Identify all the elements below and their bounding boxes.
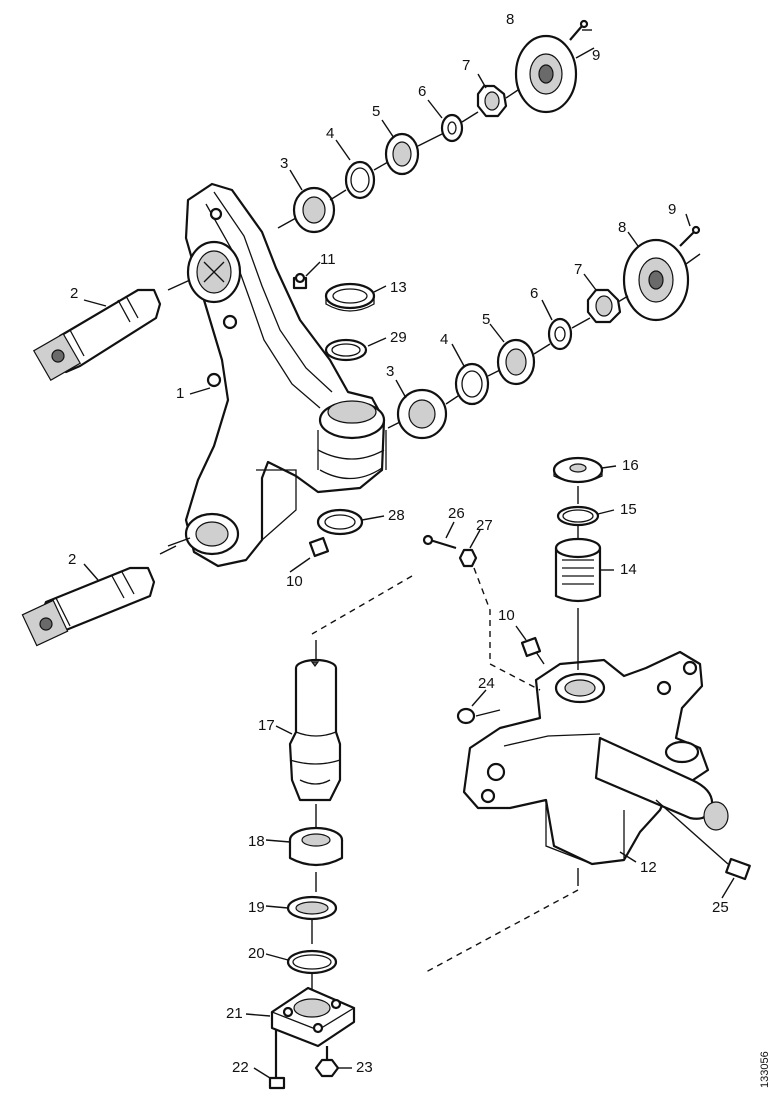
cover-part-21 xyxy=(270,986,356,1048)
callout-22: 22 xyxy=(232,1059,249,1076)
callout-27: 27 xyxy=(476,517,493,534)
fitting-part-10-upper xyxy=(308,536,330,558)
nut-part-7-lower xyxy=(586,288,622,324)
callout-14: 14 xyxy=(620,561,637,578)
callout-12: 12 xyxy=(640,859,657,876)
callout-10-upper: 10 xyxy=(286,573,303,590)
pin-part-25 xyxy=(725,857,751,881)
bushing-part-14 xyxy=(554,537,602,603)
nut-part-23 xyxy=(314,1046,340,1078)
kingpin-part-17 xyxy=(288,658,342,802)
callout-17: 17 xyxy=(258,717,275,734)
ring-part-13 xyxy=(324,282,376,312)
callout-8-lower: 8 xyxy=(618,219,626,236)
bearing-part-3-lower xyxy=(396,388,448,440)
bolt-part-22 xyxy=(268,1030,286,1090)
nipple-part-11 xyxy=(292,272,308,290)
cover-part-8-lower xyxy=(622,238,690,322)
cover-part-8-upper xyxy=(514,34,578,114)
callout-2-upper: 2 xyxy=(70,285,78,302)
seal-part-19 xyxy=(286,895,338,921)
callout-20: 20 xyxy=(248,945,265,962)
callout-16: 16 xyxy=(622,457,639,474)
callout-18: 18 xyxy=(248,833,265,850)
ring-part-28 xyxy=(316,508,364,536)
bearing-part-5-upper xyxy=(384,132,420,176)
callout-28: 28 xyxy=(388,507,405,524)
callout-19: 19 xyxy=(248,899,265,916)
callout-29: 29 xyxy=(390,329,407,346)
oring-part-20 xyxy=(286,949,338,975)
bearing-part-3-upper xyxy=(292,186,336,234)
bolt-part-9-upper xyxy=(569,19,589,41)
ring-part-29 xyxy=(324,338,368,362)
bolt-part-9-lower xyxy=(679,225,701,247)
callout-leaders xyxy=(83,29,735,1079)
housing-part-12 xyxy=(462,650,729,866)
callout-1: 1 xyxy=(176,385,184,402)
callout-26: 26 xyxy=(448,505,465,522)
callout-3-upper: 3 xyxy=(280,155,288,172)
washer-part-6-upper xyxy=(440,113,464,143)
seal-part-4-lower xyxy=(454,362,490,406)
callout-8-upper: 8 xyxy=(506,11,514,28)
callout-7-lower: 7 xyxy=(574,261,582,278)
nut-part-27 xyxy=(458,548,478,568)
callout-5-lower: 5 xyxy=(482,311,490,328)
bolt-part-26 xyxy=(422,534,457,550)
callout-3-lower: 3 xyxy=(386,363,394,380)
nipple-part-24 xyxy=(456,707,476,725)
callout-6-lower: 6 xyxy=(530,285,538,302)
callout-21: 21 xyxy=(226,1005,243,1022)
callout-23: 23 xyxy=(356,1059,373,1076)
callout-24: 24 xyxy=(478,675,495,692)
seal-part-4-upper xyxy=(344,160,376,200)
callout-10-lower: 10 xyxy=(498,607,515,624)
callout-15: 15 xyxy=(620,501,637,518)
callout-6-upper: 6 xyxy=(418,83,426,100)
bracket-part-1 xyxy=(184,182,387,568)
cap-part-16 xyxy=(552,456,604,484)
callout-4-upper: 4 xyxy=(326,125,334,142)
callout-13: 13 xyxy=(390,279,407,296)
callout-7-upper: 7 xyxy=(462,57,470,74)
pin-part-2-upper xyxy=(32,288,162,382)
fitting-part-10-lower xyxy=(520,636,542,658)
nut-part-7-upper xyxy=(476,84,508,118)
washer-part-6-lower xyxy=(547,317,573,351)
callout-9-lower: 9 xyxy=(668,201,676,218)
pin-part-2-lower xyxy=(21,566,156,647)
callout-5-upper: 5 xyxy=(372,103,380,120)
callout-25: 25 xyxy=(712,899,729,916)
callout-11: 11 xyxy=(320,251,336,268)
bearing-part-5-lower xyxy=(496,338,536,386)
callout-4-lower: 4 xyxy=(440,331,448,348)
oring-part-15 xyxy=(556,505,600,527)
callout-2-lower: 2 xyxy=(68,551,76,568)
callout-9-upper: 9 xyxy=(592,47,600,64)
document-id: 133056 xyxy=(759,1051,771,1088)
bearing-part-18 xyxy=(288,826,344,867)
